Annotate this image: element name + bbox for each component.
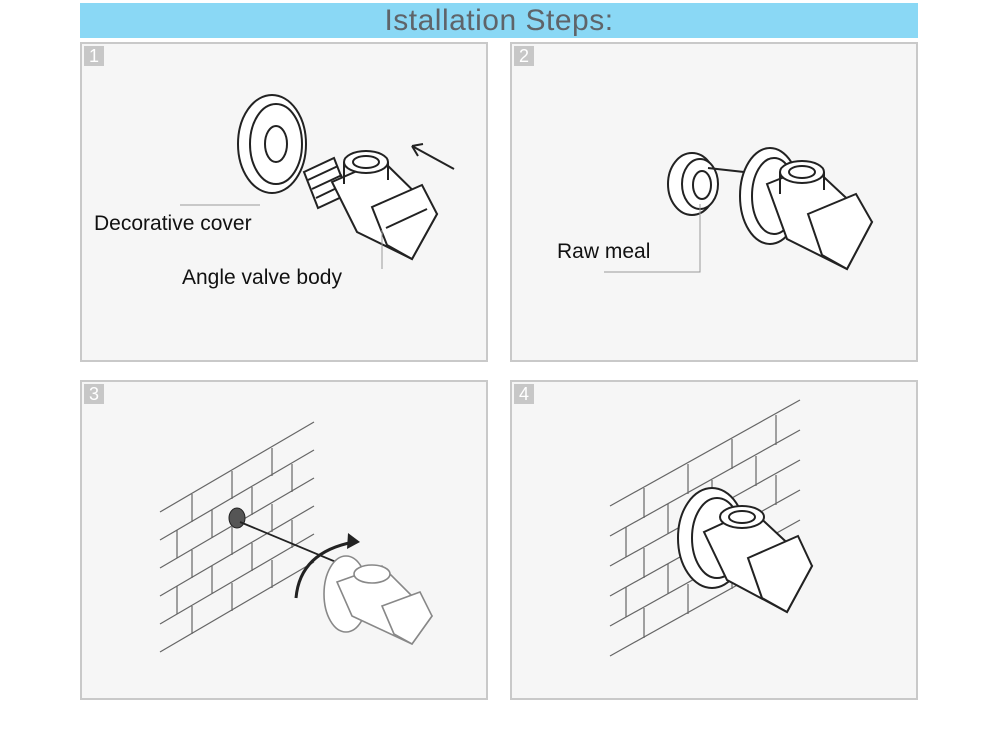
valve-handle bbox=[806, 192, 874, 271]
valve-top-outlet bbox=[343, 150, 389, 174]
decorative-cover-inner-rim bbox=[249, 103, 303, 185]
page-title: Istallation Steps: bbox=[80, 3, 918, 38]
valve-top-outlet bbox=[353, 564, 391, 584]
step-number-badge: 3 bbox=[84, 384, 104, 404]
step-number-badge: 2 bbox=[514, 46, 534, 66]
step-number-badge: 4 bbox=[514, 384, 534, 404]
step-2-illustration bbox=[604, 147, 874, 273]
step-3-illustration bbox=[159, 421, 434, 653]
decorative-cover-hole bbox=[264, 125, 288, 163]
decorative-cover-label: Decorative cover bbox=[94, 212, 252, 235]
angle-valve-body-label: Angle valve body bbox=[182, 266, 342, 289]
step-4-illustration bbox=[609, 399, 814, 657]
valve-handle bbox=[380, 591, 433, 646]
step-1-illustration bbox=[180, 94, 455, 269]
valve-handle bbox=[746, 534, 814, 614]
decorative-cover-ring bbox=[237, 94, 307, 194]
brick-wall bbox=[159, 421, 315, 653]
step-2-panel: 2 Raw meal bbox=[510, 42, 918, 362]
wall-pipe-hole bbox=[228, 507, 246, 529]
step-number-badge: 1 bbox=[84, 46, 104, 66]
rotate-arrow bbox=[294, 540, 355, 599]
valve-top-outlet bbox=[779, 160, 825, 184]
step-4-panel: 4 bbox=[510, 380, 918, 700]
step-3-panel: 3 bbox=[80, 380, 488, 700]
valve-handle bbox=[370, 183, 439, 261]
raw-material-label: Raw meal bbox=[557, 240, 651, 263]
step-1-panel: 1 bbox=[80, 42, 488, 362]
insert-direction-arrow bbox=[411, 145, 455, 170]
